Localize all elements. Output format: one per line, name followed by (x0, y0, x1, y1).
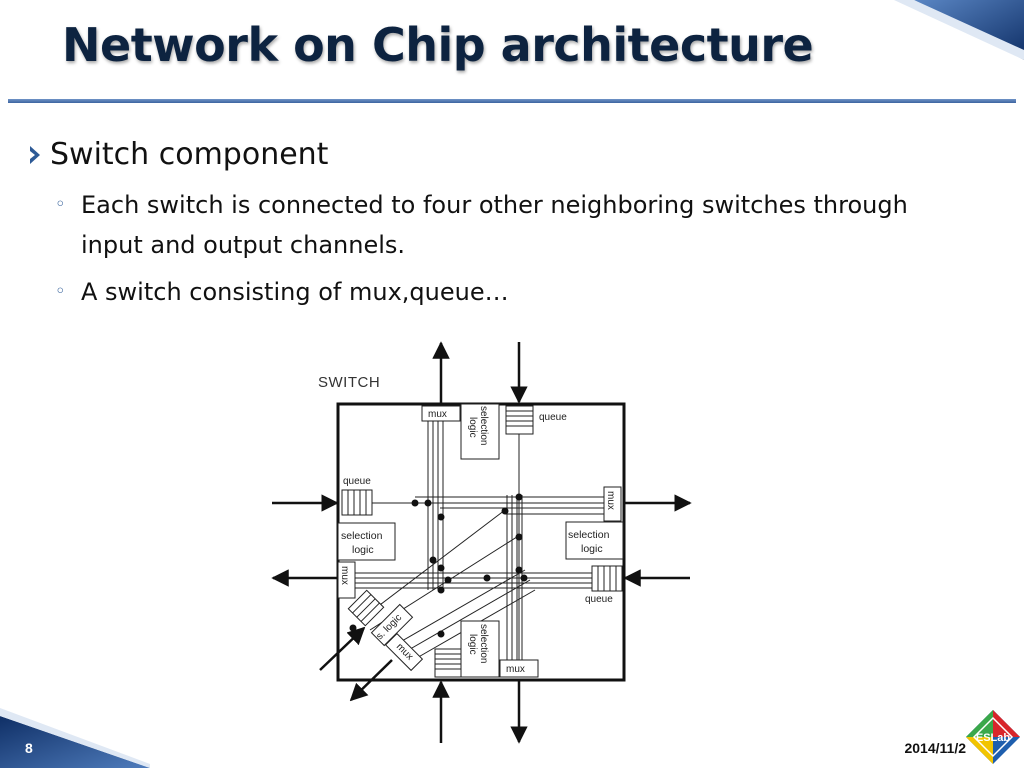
sub-bullet-text: Each switch is connected to four other n… (81, 191, 908, 259)
south-selection-logic (460, 620, 500, 678)
west-logic-label: logic (352, 544, 374, 556)
logo-text: ESLab (976, 732, 1011, 744)
east-mux (603, 486, 622, 522)
north-logic-label: logic (467, 417, 478, 438)
local-mux (384, 632, 424, 672)
east-logic-label: logic (581, 543, 603, 555)
bullet-switch-component: Switch component (28, 137, 328, 172)
junction-dot (437, 586, 445, 594)
circle-bullet-icon: ◦ (55, 281, 66, 302)
sub-bullet-components: ◦ A switch consisting of mux,queue… (55, 272, 941, 312)
slide-date: 2014/11/2 (904, 740, 966, 756)
east-queue (591, 565, 623, 592)
north-queue (505, 405, 534, 435)
north-selection-logic (460, 403, 500, 460)
chevron-right-icon (30, 145, 40, 164)
junction-dot (429, 556, 437, 564)
circle-bullet-icon: ◦ (55, 194, 66, 215)
north-selection-label: selection (478, 406, 489, 445)
west-queue (341, 489, 373, 516)
west-selection-logic (337, 522, 396, 561)
junction-dot (411, 499, 419, 507)
west-mux-label: mux (339, 566, 350, 585)
local-output-arrow (349, 659, 393, 702)
east-selection-label: selection (568, 529, 610, 541)
north-queue-label: queue (539, 412, 567, 423)
junction-dot (437, 513, 445, 521)
junction-dot (444, 576, 452, 584)
junction-dot (515, 566, 523, 574)
slide-title: Network on Chip architecture (62, 18, 814, 72)
local-input-arrow (319, 626, 366, 671)
bullet-text: Switch component (50, 137, 329, 172)
corner-decoration-bottom-left (0, 708, 150, 768)
west-selection-label: selection (341, 530, 383, 542)
south-selection-label: selection (478, 624, 489, 663)
west-queue-label: queue (343, 476, 371, 487)
south-mux (499, 659, 539, 678)
west-mux (337, 561, 356, 599)
north-mux-label: mux (428, 409, 447, 420)
corner-decoration-top-right (894, 0, 1024, 60)
eslab-logo: ESLab (966, 710, 1020, 764)
junction-dot (520, 574, 528, 582)
junction-dot (515, 533, 523, 541)
switch-label: SWITCH (318, 374, 380, 391)
junction-dot (515, 493, 523, 501)
junction-dot (437, 630, 445, 638)
page-number: 8 (25, 740, 33, 756)
sub-bullet-text: A switch consisting of mux,queue… (81, 278, 509, 306)
sub-bullet-connections: ◦ Each switch is connected to four other… (55, 185, 941, 265)
junction-dot (437, 564, 445, 572)
junction-dot (483, 574, 491, 582)
east-queue-label: queue (585, 594, 613, 605)
switch-diagram: SWITCH (271, 341, 692, 744)
junction-dot (349, 624, 357, 632)
local-selection-logic (370, 603, 414, 647)
south-queue (434, 648, 462, 678)
east-mux-label: mux (605, 491, 616, 510)
south-logic-label: logic (467, 634, 478, 655)
north-mux (421, 405, 461, 422)
title-underline (8, 99, 1016, 103)
junction-dot (424, 499, 432, 507)
south-mux-label: mux (506, 664, 525, 675)
local-queue (347, 589, 385, 627)
junction-dot (501, 507, 509, 515)
east-selection-logic (565, 521, 624, 560)
